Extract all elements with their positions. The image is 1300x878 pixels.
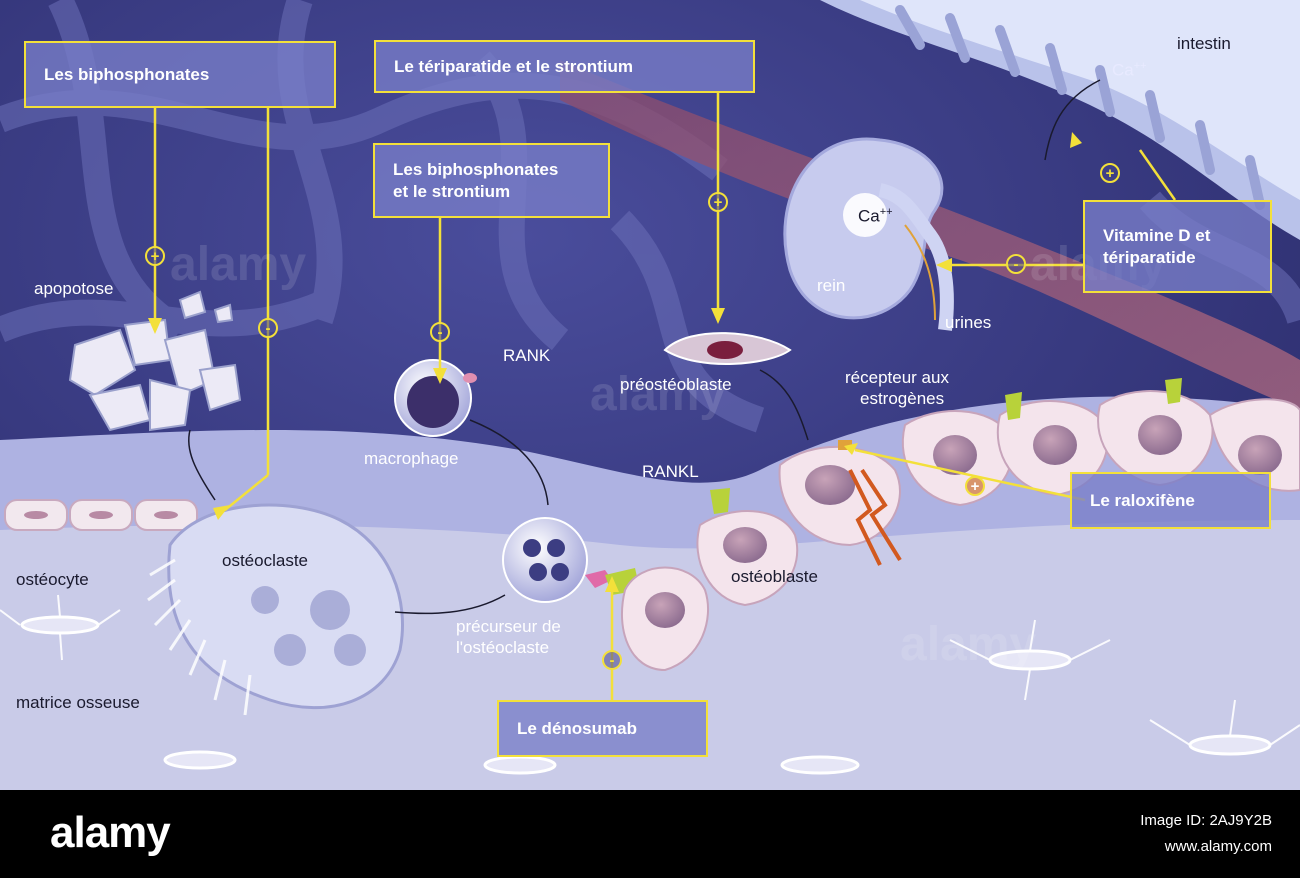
site-url: www.alamy.com bbox=[1164, 838, 1272, 855]
label-precurseur-line2: l'ostéoclaste bbox=[456, 638, 550, 657]
teriparatide-strontium-box-text: Le tériparatide et le strontium bbox=[394, 56, 633, 76]
label-osteocyte: ostéocyte bbox=[16, 570, 89, 589]
sign-minus-denosumab: - bbox=[602, 650, 622, 670]
label-urines: urines bbox=[945, 313, 992, 332]
svg-text:alamy: alamy bbox=[170, 238, 306, 291]
svg-text:alamy: alamy bbox=[900, 618, 1036, 671]
sign-minus-macrophage: - bbox=[430, 322, 450, 342]
label-macrophage: macrophage bbox=[364, 449, 459, 468]
vitamine-d-line2: tériparatide bbox=[1103, 247, 1196, 267]
osteoblast-nuclei bbox=[645, 415, 1282, 628]
vitamine-d-box: Vitamine D et tériparatide bbox=[1083, 200, 1272, 293]
label-preosteoblaste: préostéoblaste bbox=[620, 375, 732, 394]
biphosphonates-box: Les biphosphonates bbox=[24, 41, 336, 108]
label-ca-rein: Ca++ bbox=[858, 206, 893, 227]
rankl-markers bbox=[710, 378, 1182, 514]
sign-minus-biphos: - bbox=[258, 318, 278, 338]
raloxifene-box-text: Le raloxifène bbox=[1090, 490, 1195, 510]
denosumab-box-text: Le dénosumab bbox=[517, 718, 637, 738]
sign-minus-kidney: - bbox=[1006, 254, 1026, 274]
biphosphonates-strontium-line2: et le strontium bbox=[393, 181, 511, 201]
label-precurseur-line1: précurseur de bbox=[456, 617, 561, 636]
label-recepteur-line1: récepteur aux bbox=[845, 368, 949, 387]
diagram-stage: alamy alamy alamy alamy Les biphosphonat… bbox=[0, 0, 1300, 790]
ca-intestin-text: Ca bbox=[1112, 60, 1134, 80]
denosumab-box: Le dénosumab bbox=[497, 700, 708, 757]
label-osteoblaste: ostéoblaste bbox=[731, 567, 818, 586]
diagram-illustration: alamy alamy alamy alamy bbox=[0, 0, 1300, 790]
biphosphonates-strontium-box: Les biphosphonates et le strontium bbox=[373, 143, 610, 218]
label-osteoclaste: ostéoclaste bbox=[222, 551, 308, 570]
signal-arrows bbox=[848, 468, 902, 566]
teriparatide-strontium-box: Le tériparatide et le strontium bbox=[374, 40, 755, 93]
svg-text:alamy: alamy bbox=[590, 368, 726, 421]
label-ca-intestin: Ca++ bbox=[1112, 60, 1147, 81]
label-recepteur-line2: estrogènes bbox=[860, 389, 945, 408]
label-matrice: matrice osseuse bbox=[16, 693, 140, 712]
rank-on-precursor bbox=[585, 570, 612, 588]
rank-receptor bbox=[463, 373, 477, 383]
label-rankl: RANKL bbox=[642, 462, 699, 481]
label-intestin: intestin bbox=[1177, 34, 1231, 53]
label-apoptose: apopotose bbox=[34, 279, 114, 298]
label-rank: RANK bbox=[503, 346, 551, 365]
vitamine-d-line1: Vitamine D et bbox=[1103, 226, 1211, 246]
process-arrows bbox=[188, 79, 1101, 615]
label-rein: rein bbox=[817, 276, 846, 295]
sign-plus-intestin: + bbox=[1100, 163, 1120, 183]
intestine-villi bbox=[895, 5, 1265, 210]
precursor-cell bbox=[502, 517, 588, 603]
ca-rein-text: Ca bbox=[858, 206, 880, 226]
apoptotic-fragments bbox=[68, 290, 242, 432]
connector-lines bbox=[153, 93, 1177, 700]
sign-plus-raloxifene: + bbox=[965, 476, 985, 496]
estrogen-receptor bbox=[838, 440, 852, 450]
raloxifene-box: Le raloxifène bbox=[1070, 472, 1271, 529]
footer-bar: alamy Image ID: 2AJ9Y2B www.alamy.com bbox=[0, 790, 1300, 878]
biphosphonates-box-text: Les biphosphonates bbox=[44, 64, 210, 84]
biphosphonates-strontium-line1: Les biphosphonates bbox=[393, 160, 559, 180]
ca-rein-charge: ++ bbox=[879, 206, 893, 218]
image-id: Image ID: 2AJ9Y2B bbox=[1140, 812, 1272, 829]
sign-plus-biphos: + bbox=[145, 246, 165, 266]
alamy-logo: alamy bbox=[50, 808, 171, 857]
ca-intestin-charge: ++ bbox=[1133, 60, 1147, 72]
sign-plus-teriparatide: + bbox=[708, 192, 728, 212]
